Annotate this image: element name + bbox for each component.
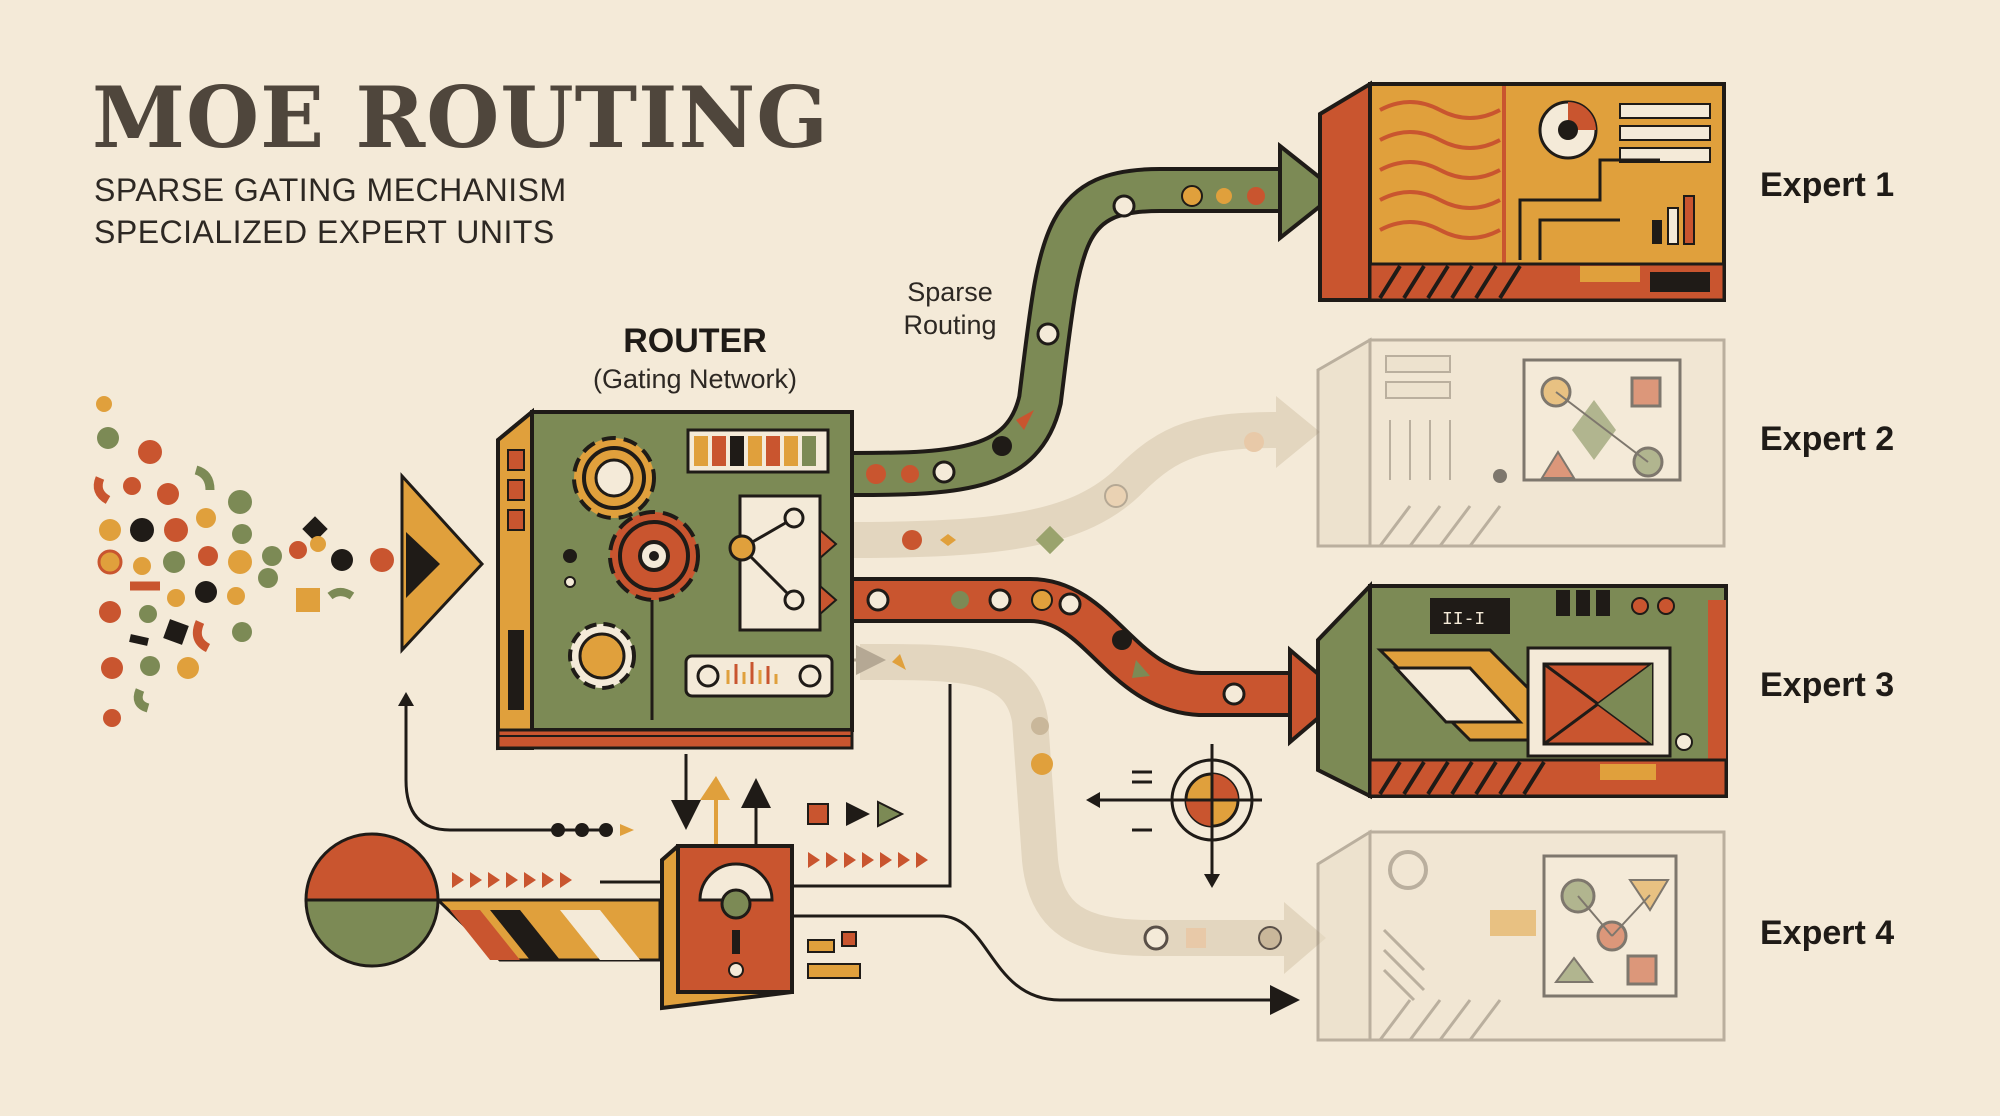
- expert-4-label: Expert 4: [1760, 914, 1895, 952]
- play-arrows-row: [452, 872, 572, 888]
- expert-4-block: [1316, 829, 1726, 1042]
- crosshair-icon: [1086, 744, 1262, 888]
- route-to-expert-3: [854, 577, 1348, 747]
- play-arrows-row-right: [808, 852, 928, 868]
- gear-icon: [572, 436, 656, 520]
- gear-icon: [568, 622, 636, 690]
- subtitle-line-1: SPARSE GATING MECHANISM: [94, 172, 567, 208]
- sparse-routing-line-1: Sparse: [907, 277, 993, 307]
- page-title: MOE ROUTING: [92, 68, 829, 167]
- router-box: [496, 407, 854, 751]
- gear-icon: [608, 510, 700, 602]
- gauge-box: [660, 844, 794, 1011]
- sparse-routing-label: Sparse Routing: [880, 276, 1020, 342]
- route-to-expert-1: [853, 141, 1342, 497]
- router-meter: [684, 654, 834, 698]
- feedback-lines: [398, 645, 1300, 1015]
- route-to-expert-2: [849, 396, 1320, 558]
- input-token-cloud: [93, 396, 394, 727]
- router-stripe-bars: [686, 428, 830, 474]
- router-graph-panel: [728, 494, 838, 632]
- route-to-expert-4: [859, 643, 1326, 974]
- bottom-collage: [304, 800, 928, 1011]
- sparse-routing-line-2: Routing: [903, 310, 997, 340]
- expert-3-code-text: II-I: [1442, 610, 1485, 630]
- expert-2-block: [1316, 337, 1726, 548]
- expert-3-label: Expert 3: [1760, 666, 1895, 704]
- subtitle-line-2: SPECIALIZED EXPERT UNITS: [94, 214, 555, 250]
- input-funnel: [400, 472, 485, 654]
- router-sublabel: (Gating Network): [592, 364, 798, 394]
- expert-2-label: Expert 2: [1760, 420, 1895, 458]
- expert-3-block: II-I: [1316, 581, 1728, 800]
- expert-1-label: Expert 1: [1760, 166, 1895, 204]
- expert-1-block: [1318, 80, 1726, 302]
- router-label: ROUTER: [623, 322, 767, 360]
